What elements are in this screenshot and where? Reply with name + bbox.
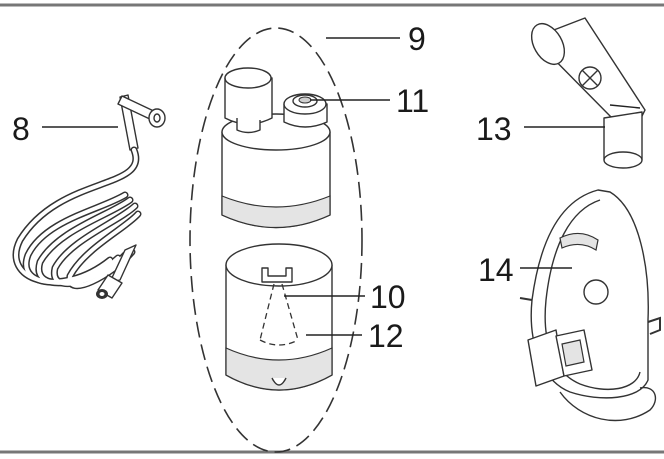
label-10: 10 (370, 279, 406, 315)
label-9: 9 (408, 21, 426, 57)
label-14: 14 (478, 252, 514, 288)
medicine-reservoir (225, 243, 333, 391)
mouthpiece (530, 17, 646, 169)
mist-spray (259, 283, 299, 346)
label-11: 11 (396, 83, 429, 119)
nebulizer-cap (221, 67, 331, 229)
assembly-outline (189, 27, 363, 453)
air-tube (12, 94, 166, 299)
face-mask (519, 189, 661, 422)
label-12: 12 (368, 318, 404, 354)
label-13: 13 (476, 111, 512, 147)
label-8: 8 (12, 111, 30, 147)
